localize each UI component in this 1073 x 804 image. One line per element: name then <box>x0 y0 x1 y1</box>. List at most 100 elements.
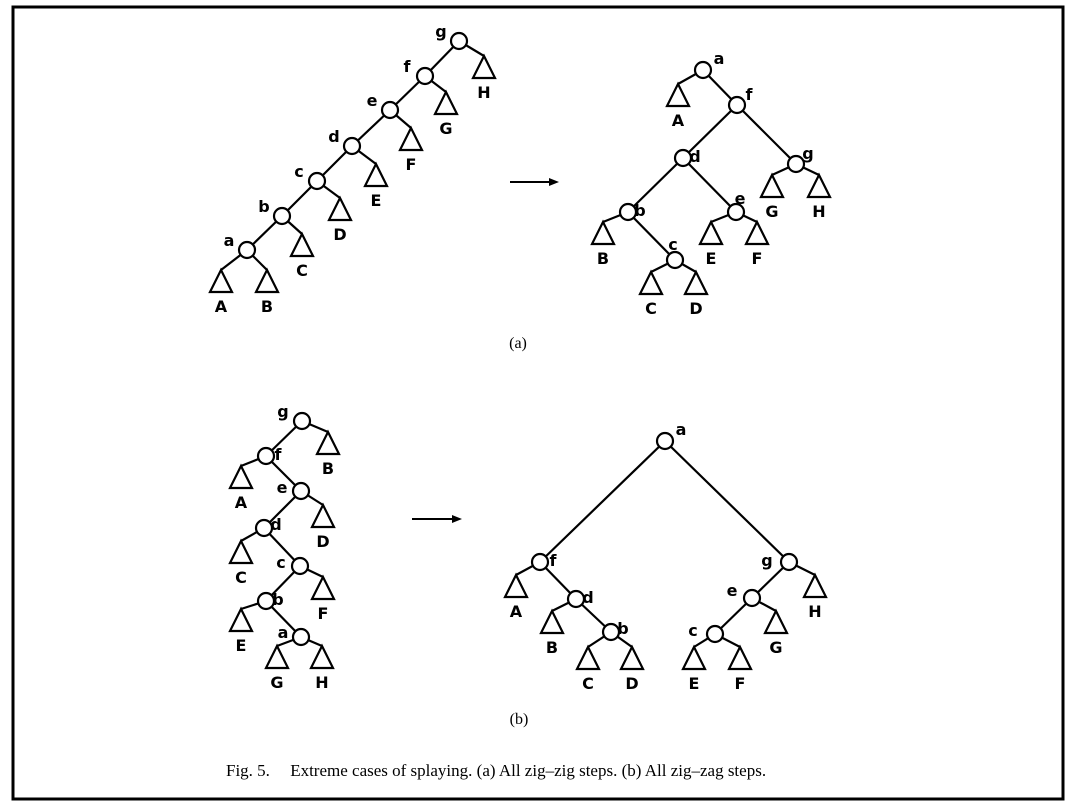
a-after-edge <box>627 157 684 213</box>
b-after-node-circle <box>705 624 725 644</box>
b-after-node-circle <box>779 552 799 572</box>
a-after-node-circle <box>673 148 693 168</box>
a-before-node-label: e <box>367 91 378 110</box>
b-after-subtree-label: H <box>808 602 821 621</box>
b-before-subtree-triangle <box>228 463 254 490</box>
a-after-node-label: g <box>802 144 813 163</box>
b-before-node-label: f <box>275 445 283 464</box>
b-after-node-label: c <box>688 621 697 640</box>
a-after-edge <box>736 104 797 165</box>
b-after-node-label: a <box>676 420 687 439</box>
a-before-subtree-triangle <box>254 267 280 294</box>
caption-text: Extreme cases of splaying. (a) All zig–z… <box>290 761 766 780</box>
b-before-subtree-triangle <box>228 538 254 565</box>
a-before-node-label: b <box>258 197 269 216</box>
b-after-subtree-triangle <box>763 608 789 635</box>
b-after-subtree-triangle <box>575 644 601 671</box>
a-after-node-circle <box>618 202 638 222</box>
b-after-node-label: d <box>582 588 593 607</box>
a-after-subtree-triangle <box>744 219 770 246</box>
b-before-subtree-label: A <box>235 493 248 512</box>
a-after-subtree-label: G <box>765 202 778 221</box>
a-after-edge <box>682 157 737 213</box>
b-after-subtree-triangle <box>802 572 828 599</box>
b-before-subtree-label: D <box>316 532 329 551</box>
b-after-subtree-label: F <box>735 674 746 693</box>
a-before-subtree-triangle <box>289 231 315 258</box>
b-before-node-circle <box>291 627 311 647</box>
a-before-node-circle <box>307 171 327 191</box>
a-before-node-circle <box>415 66 435 86</box>
b-after-subtree-triangle <box>503 572 529 599</box>
a-after-subtree-label: A <box>672 111 685 130</box>
a-before-subtree-label: A <box>215 297 228 316</box>
a-after-node-label: f <box>746 85 754 104</box>
b-before-subtree-label: C <box>235 568 247 587</box>
a-after-subtree-triangle <box>759 172 785 199</box>
a-after-edge <box>627 211 676 261</box>
b-after-edge <box>539 440 666 563</box>
b-after-subtree-triangle <box>681 644 707 671</box>
b-after-subtree-triangle <box>619 644 645 671</box>
b-before-node-circle <box>291 481 311 501</box>
a-before-subtree-label: D <box>333 225 346 244</box>
b-after-subtree-label: G <box>769 638 782 657</box>
b-after-subtree-triangle <box>727 644 753 671</box>
a-before-node-circle <box>237 240 257 260</box>
b-after-subtree-label: C <box>582 674 594 693</box>
arrow-b <box>412 515 462 523</box>
b-before-node-label: d <box>270 515 281 534</box>
b-before-subtree-label: G <box>270 673 283 692</box>
a-after-subtree-triangle <box>665 81 691 108</box>
a-before-subtree-label: B <box>261 297 273 316</box>
b-before-node-circle <box>254 518 274 538</box>
a-after-subtree-triangle <box>698 219 724 246</box>
b-before-node-circle <box>290 556 310 576</box>
a-after-node-label: c <box>668 235 677 254</box>
b-after-node-circle <box>742 588 762 608</box>
a-after-edge <box>682 104 738 159</box>
b-before-node-label: g <box>277 402 288 421</box>
caption-prefix: Fig. 5. <box>226 761 270 780</box>
a-after-node-circle <box>727 95 747 115</box>
a-before-node-circle <box>272 206 292 226</box>
a-before-node-label: f <box>404 57 412 76</box>
a-after-subtree-label: H <box>812 202 825 221</box>
a-before-node-circle <box>342 136 362 156</box>
b-before-subtree-triangle <box>310 502 336 529</box>
b-before-subtree-triangle <box>228 606 254 633</box>
a-before-subtree-triangle <box>433 89 459 116</box>
b-before-subtree-triangle <box>264 643 290 670</box>
a-after-node-label: b <box>634 201 645 220</box>
a-after-node-circle <box>786 154 806 174</box>
a-before-subtree-triangle <box>363 161 389 188</box>
b-after-node-label: b <box>617 619 628 638</box>
b-after-node-circle <box>566 589 586 609</box>
b-after-node-label: g <box>761 551 772 570</box>
b-before-subtree-triangle <box>309 643 335 670</box>
b-after-node-circle <box>655 431 675 451</box>
arrow-a <box>510 178 559 186</box>
a-before-node-circle <box>449 31 469 51</box>
a-before-node-label: a <box>224 231 235 250</box>
b-before-node-circle <box>292 411 312 431</box>
b-before-node-circle <box>256 591 276 611</box>
b-before-node-label: a <box>278 623 289 642</box>
a-after-subtree-triangle <box>638 269 664 296</box>
a-after-node-label: a <box>714 49 725 68</box>
a-after-node-label: e <box>735 189 746 208</box>
b-after-subtree-label: A <box>510 602 523 621</box>
a-after-subtree-triangle <box>683 269 709 296</box>
a-after-node-label: d <box>689 147 700 166</box>
b-after-subtree-label: D <box>625 674 638 693</box>
b-after-subtree-label: B <box>546 638 558 657</box>
a-after-subtree-label: E <box>706 249 717 268</box>
a-before-node-label: g <box>435 22 446 41</box>
b-before-subtree-triangle <box>315 429 341 456</box>
b-before-node-circle <box>256 446 276 466</box>
a-before-subtree-label: F <box>406 155 417 174</box>
a-after-subtree-label: D <box>689 299 702 318</box>
a-before-subtree-triangle <box>398 125 424 152</box>
